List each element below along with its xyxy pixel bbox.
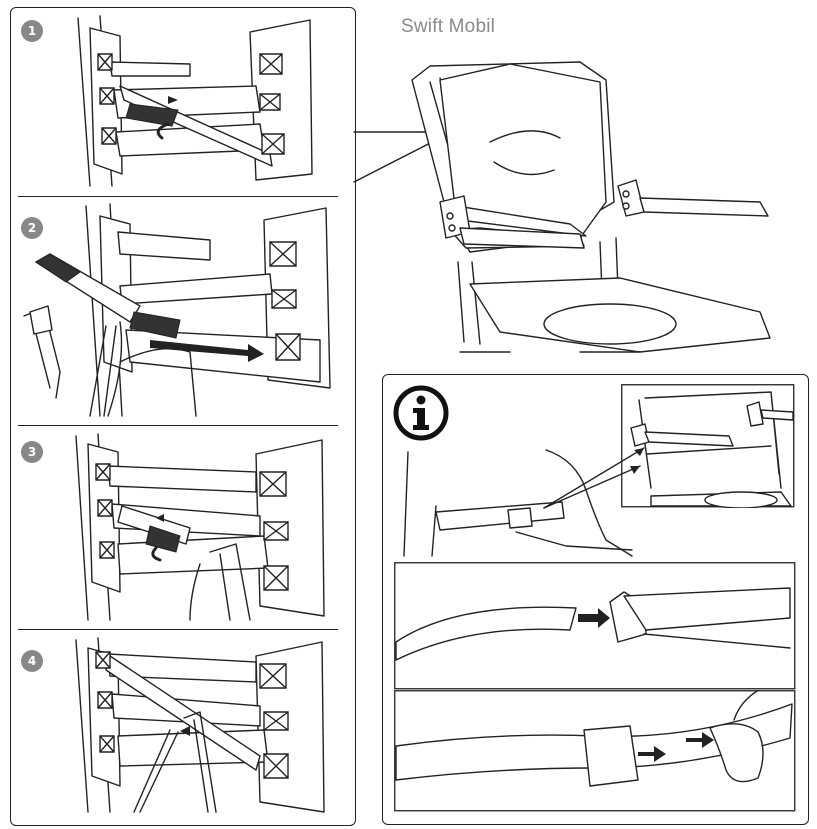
step-4-illustration	[75, 637, 325, 813]
step-3-badge: 3	[21, 441, 43, 463]
step-2-illustration	[23, 203, 331, 417]
step-divider	[18, 425, 338, 426]
step-divider	[18, 629, 338, 630]
product-title: Swift Mobil	[401, 16, 496, 37]
pointer-lines	[543, 447, 645, 509]
step-4-badge: 4	[21, 650, 43, 672]
person-belt-illustration	[403, 449, 633, 557]
buckle-tighten-illustration	[394, 690, 796, 812]
step-3-illustration	[75, 433, 325, 621]
step-2-badge: 2	[21, 217, 43, 239]
step-1-illustration	[77, 15, 313, 187]
buckle-insert-illustration	[394, 562, 796, 690]
step-divider	[18, 196, 338, 197]
info-icon	[393, 385, 449, 441]
chair-illustration	[411, 61, 771, 353]
step-1-badge: 1	[21, 20, 43, 42]
chair-inset-illustration	[621, 384, 795, 508]
